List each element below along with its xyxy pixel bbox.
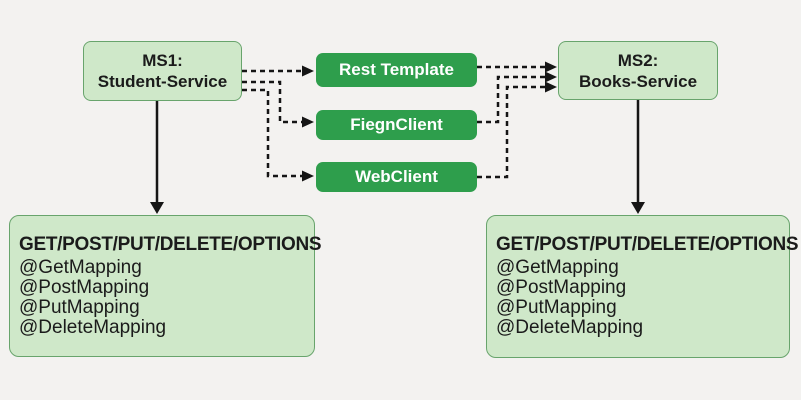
node-webclient: WebClient	[316, 162, 477, 192]
ms1-title-line2: Student-Service	[97, 72, 228, 91]
ms2-title-line2: Books-Service	[578, 71, 698, 91]
endpoints-left-heading: GET/POST/PUT/DELETE/OPTIONS	[19, 234, 322, 255]
endpoints-right-postmapping: @PostMapping	[496, 277, 627, 298]
node-fiegnclient: FiegnClient	[316, 110, 477, 140]
rest-template-label: Rest Template	[339, 60, 454, 79]
ms1-title-line1: MS1:	[142, 51, 183, 70]
endpoints-right-getmapping: @GetMapping	[496, 257, 619, 278]
node-ms2-books-service: MS2: Books-Service	[558, 41, 718, 100]
arrow-ms1-to-fiegnclient	[242, 80, 302, 124]
arrow-ms1-to-webclient	[242, 88, 302, 178]
endpoints-left-putmapping: @PutMapping	[19, 297, 140, 318]
arrowhead-endpoints-left-icon	[150, 202, 164, 214]
arrowhead-rest-template-icon	[302, 65, 314, 77]
arrowhead-ms2-top-icon	[545, 61, 557, 73]
arrowhead-webclient-icon	[302, 170, 314, 182]
arrowhead-ms2-middle-icon	[545, 71, 557, 83]
endpoints-right-deletemapping: @DeleteMapping	[496, 317, 644, 338]
endpoints-right-putmapping: @PutMapping	[496, 297, 617, 318]
ms2-title-line1: MS2:	[617, 50, 659, 70]
arrowhead-endpoints-right-icon	[631, 202, 645, 214]
webclient-label: WebClient	[355, 167, 438, 186]
endpoints-left-deletemapping: @DeleteMapping	[19, 317, 167, 338]
node-rest-template: Rest Template	[316, 53, 477, 87]
arrow-fiegnclient-to-ms2	[477, 75, 545, 124]
arrow-webclient-to-ms2	[477, 85, 545, 179]
endpoints-left-postmapping: @PostMapping	[19, 277, 150, 298]
arrowhead-fiegnclient-icon	[302, 116, 314, 128]
node-endpoints-student-service: GET/POST/PUT/DELETE/OPTIONS @GetMapping …	[9, 215, 322, 357]
fiegnclient-label: FiegnClient	[350, 115, 443, 134]
endpoints-left-getmapping: @GetMapping	[19, 257, 142, 278]
endpoints-right-heading: GET/POST/PUT/DELETE/OPTIONS	[496, 234, 799, 255]
arrowhead-ms2-bottom-icon	[545, 81, 557, 93]
node-endpoints-books-service: GET/POST/PUT/DELETE/OPTIONS @GetMapping …	[486, 215, 799, 358]
node-ms1-student-service: MS1: Student-Service	[83, 41, 242, 101]
